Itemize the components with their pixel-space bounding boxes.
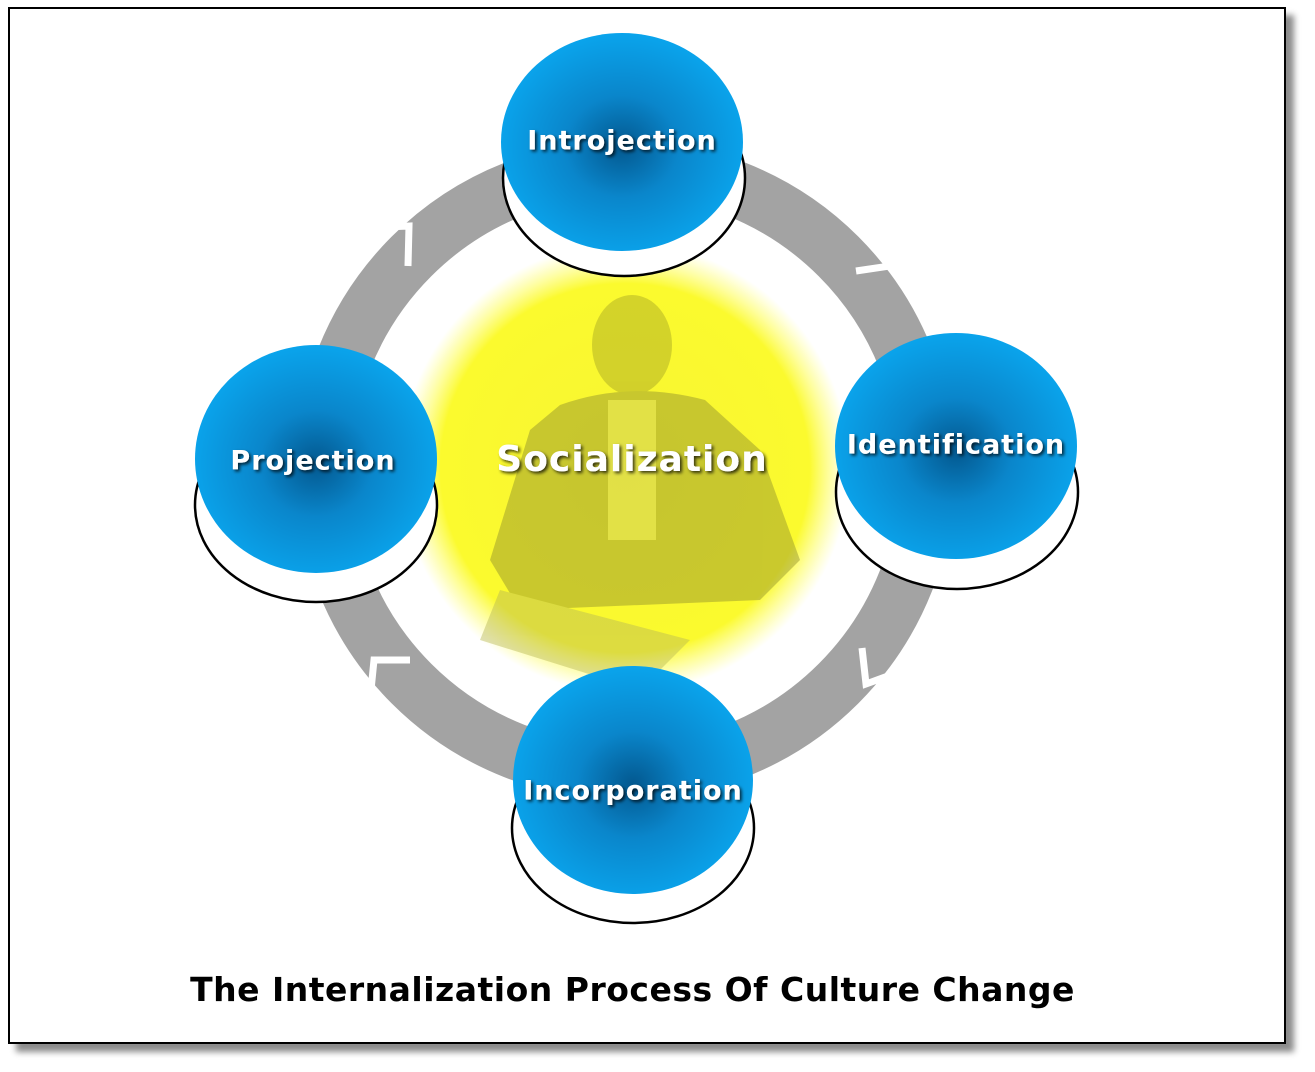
center-glow (400, 243, 850, 693)
node-introjection: Introjection (501, 33, 747, 278)
node-projection-label: Projection (230, 446, 395, 477)
diagram-caption: The Internalization Process Of Culture C… (190, 970, 1075, 1009)
node-projection-ball (195, 345, 437, 573)
node-introjection-label: Introjection (527, 126, 717, 157)
node-incorporation-label: Incorporation (523, 776, 742, 807)
node-identification-label: Identification (847, 430, 1065, 461)
center-photo (400, 243, 850, 693)
node-incorporation-ball (513, 666, 753, 894)
person-silhouette-icon (480, 295, 800, 690)
node-projection: Projection (193, 345, 439, 604)
arrow-chevron-icon (365, 222, 413, 267)
arrow-chevron-icon (855, 235, 899, 275)
node-identification-ball (835, 333, 1077, 559)
node-introjection-ball (501, 33, 743, 251)
arrow-chevron-icon (858, 647, 912, 689)
arrow-chevron-icon (366, 656, 410, 701)
center-label: Socialization (496, 439, 767, 480)
node-incorporation: Incorporation (510, 666, 756, 925)
node-identification: Identification (834, 333, 1080, 591)
